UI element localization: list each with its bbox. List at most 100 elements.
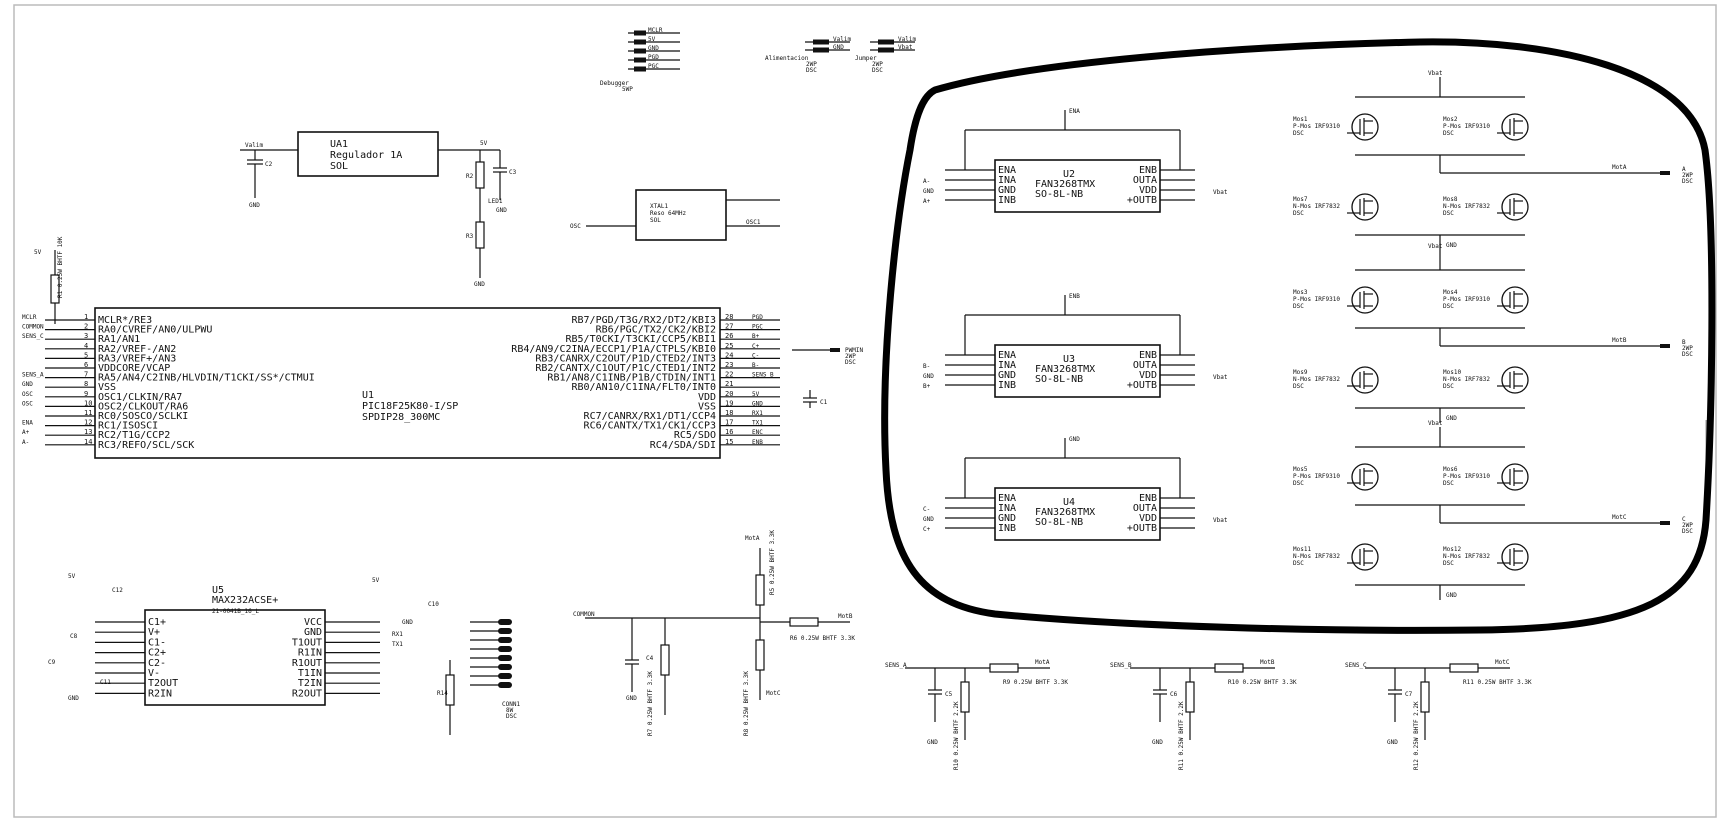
resistor-r14: R14 — [437, 690, 448, 697]
bridge-connector: C — [1682, 516, 1686, 523]
cap-c2: C2 — [265, 161, 273, 168]
led-ld1: LED1 — [488, 198, 503, 205]
mcu-left-pin-net: COMMON — [22, 324, 44, 331]
max232-tx: TX1 — [392, 641, 403, 648]
gate-driver-part: FAN3268TMX — [1035, 179, 1095, 190]
regulator-box — [297, 131, 439, 177]
mcu-right-pin-net: ENB — [752, 439, 763, 446]
mosfet-ref: Mos10 — [1443, 369, 1461, 376]
mcu-left-pin-num: 10 — [84, 399, 92, 407]
gate-driver-left-pin: GND — [998, 513, 1016, 524]
conn1-sub2: DSC — [506, 713, 517, 720]
crystal-ref: XTAL1 — [650, 203, 668, 210]
max232-gnd-2: GND — [402, 619, 413, 626]
bridge-connector: B — [1682, 339, 1686, 346]
gate-driver-ref: U2 — [1063, 169, 1075, 180]
sense-mota: MotA — [745, 535, 760, 542]
mcu-right-pin-name: VSS — [698, 401, 716, 412]
regulator-gnd: GND — [249, 202, 260, 209]
mcu-right-pin-net: 5V — [752, 391, 760, 398]
mosfet-ref: Mos8 — [1443, 196, 1458, 203]
mosfet-type: P-Mos IRF9310 — [1293, 473, 1340, 480]
mcu-left-pin-name: RC0/SOSCO/SCLKI — [98, 411, 188, 422]
mcu-left-pin-net: OSC — [22, 391, 33, 398]
mcu-left-pin-net: MCLR — [22, 314, 37, 321]
bridge-connector-sub1: 2WP — [1682, 172, 1693, 179]
mosfet-ref: Mos3 — [1293, 289, 1308, 296]
mcu-left-pin-name: RC3/REFO/SCL/SCK — [98, 440, 194, 451]
max232-right-pin: R2OUT — [292, 688, 322, 699]
mcu-right-pin-name: RC7/CANRX/RX1/DT1/CCP4 — [584, 411, 716, 422]
gate-driver-vbat: Vbat — [1213, 517, 1228, 524]
mcu-right-pin-net: B+ — [752, 333, 760, 340]
regulator-ref: UA1 — [330, 139, 348, 150]
gate-driver-in-minus: A+ — [923, 198, 931, 205]
alim-sub1: 2WP — [806, 61, 817, 68]
resistor-r2: R2 — [466, 173, 474, 180]
mcu-right-pin-num: 18 — [725, 409, 733, 417]
filter-gnd: GND — [927, 739, 938, 746]
mcu-right-pin-name: RB7/PGD/T3G/RX2/DT2/KBI3 — [572, 315, 717, 326]
gate-driver-gnd: GND — [923, 516, 934, 523]
mcu-right-pin-name: VDD — [698, 392, 716, 403]
gate-driver-right-pin: VDD — [1139, 185, 1157, 196]
mcu-package: SPDIP28_300MC — [362, 412, 440, 423]
gate-driver-package: SO-8L-NB — [1035, 189, 1083, 200]
max232-right-pin: T2IN — [298, 678, 322, 689]
max232-left-pin: C1+ — [148, 617, 166, 628]
sheet-border — [13, 4, 1717, 818]
regulator-package: SOL — [330, 161, 348, 172]
bridge-connector-sub1: 2WP — [1682, 345, 1693, 352]
gate-driver-vbat: Vbat — [1213, 374, 1228, 381]
mcu-left-pin-num: 13 — [84, 428, 92, 436]
mcu-right-pin-net: TX1 — [752, 420, 763, 427]
cap-c11: C11 — [100, 679, 111, 686]
gate-driver-box — [994, 487, 1161, 541]
mosfet-package: DSC — [1293, 303, 1304, 310]
mcu-left-pin-net: GND — [22, 381, 33, 388]
max232-right-pin: R1OUT — [292, 658, 322, 669]
gate-driver-part: FAN3268TMX — [1035, 364, 1095, 375]
gate-driver: U4FAN3268TMXSO-8L-NBENAINAGNDINBENBOUTAV… — [923, 436, 1228, 541]
filter-capacitor: C5 — [945, 691, 953, 698]
gate-driver-gnd: GND — [923, 188, 934, 195]
mcu-left-pin-num: 12 — [84, 419, 92, 427]
conn1-sub1: 8W — [506, 707, 514, 714]
sense-network: COMMON C4 GND R7 0.25W BHTF 3.3K MotA R5… — [573, 530, 855, 736]
mcu-right-pin-num: 27 — [725, 323, 733, 331]
gate-driver-right-pin: +OUTB — [1127, 523, 1157, 534]
sense-res-r8: R8 0.25W BHTF 3.3K — [743, 671, 750, 736]
mcu-left-pin-num: 2 — [84, 323, 88, 331]
bridge-connector-sub1: 2WP — [1682, 522, 1693, 529]
max232-left-pin: R2IN — [148, 688, 172, 699]
mcu-left-pin-name: RA5/AN4/C2INB/HLVDIN/T1CKI/SS*/CTMUI — [98, 373, 315, 384]
filter-capacitor: C6 — [1170, 691, 1178, 698]
gate-driver-right-pin: +OUTB — [1127, 195, 1157, 206]
mcu-right-pin-num: 15 — [725, 438, 733, 446]
bridge-connector-sub2: DSC — [1682, 528, 1693, 535]
jumper-label: Jumper — [855, 55, 877, 62]
filter-gnd: GND — [1387, 739, 1398, 746]
max232-right-pin: VCC — [304, 617, 322, 628]
regulator-in-net: Valim — [245, 142, 263, 149]
filter-mot-net: MotB — [1260, 659, 1275, 666]
max232-right-pin: T1IN — [298, 668, 322, 679]
mosfet-package: DSC — [1293, 480, 1304, 487]
mosfet-type: N-Mos IRF7832 — [1443, 203, 1490, 210]
mcu-left-pin-num: 5 — [84, 351, 88, 359]
mcu-right-pin-net: PGC — [752, 324, 763, 331]
mcu-left-pin-net: A+ — [22, 429, 30, 436]
alimentacion-connector: Valim GND Alimentacion 2WP DSC — [765, 36, 851, 74]
mcu-right-pin-num: 20 — [725, 390, 733, 398]
filter-gnd: GND — [1152, 739, 1163, 746]
gate-driver-part: FAN3268TMX — [1035, 507, 1095, 518]
mcu-right-pin-name: RC6/CANTX/TX1/CK1/CCP3 — [584, 421, 716, 432]
mcu-left-pin-name: VDDCORE/VCAP — [98, 363, 170, 374]
